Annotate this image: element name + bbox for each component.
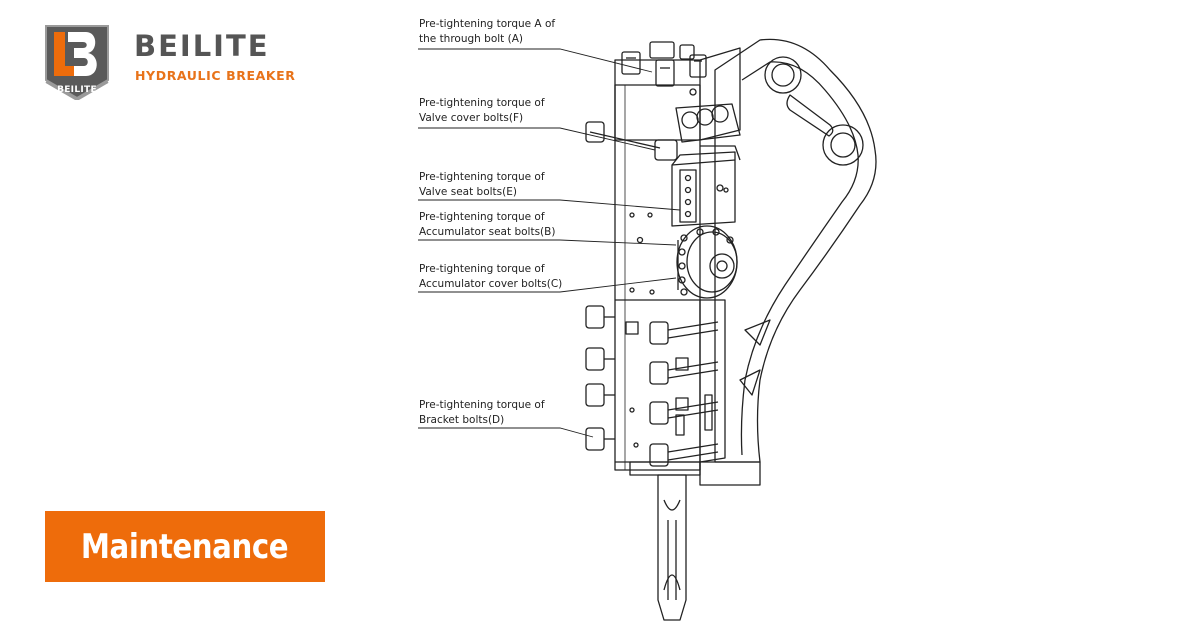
bracket-slot [786, 94, 834, 137]
brand-logo: BEILITE BEILITE HYDRAULIC BREAKER [44, 24, 304, 104]
callout-d: Pre-tightening torque of Bracket bolts(D… [419, 398, 545, 428]
callout-e-line2: Valve seat bolts(E) [419, 186, 517, 198]
callout-f: Pre-tightening torque of Valve cover bol… [419, 96, 545, 126]
through-bolt-nuts [621, 41, 707, 87]
callout-a: Pre-tightening torque A of the through b… [419, 17, 555, 47]
bracket-inner-edge [740, 61, 859, 456]
bracket-hole-bottom [822, 124, 864, 166]
callout-d-line1: Pre-tightening torque of [419, 399, 545, 411]
callout-e: Pre-tightening torque of Valve seat bolt… [419, 170, 545, 200]
brand-name: BEILITE [134, 29, 270, 63]
bracket-plate [714, 38, 877, 463]
bracket-bolts [585, 305, 719, 467]
accumulator [676, 225, 738, 299]
callout-leaders [418, 48, 681, 438]
leader-d [418, 427, 594, 438]
leader-f [418, 127, 656, 151]
callout-a-line2: the through bolt (A) [419, 33, 524, 45]
leader-a [418, 48, 653, 73]
callout-f-line1: Pre-tightening torque of [419, 97, 545, 109]
valve-cover [585, 103, 741, 161]
lower-nose [629, 461, 701, 476]
callout-d-line2: Bracket bolts(D) [419, 414, 505, 426]
bracket-hole-top [764, 56, 802, 94]
maintenance-title: Maintenance [81, 526, 289, 567]
breaker-outline [585, 38, 877, 621]
callout-b-line2: Accumulator seat bolts(B) [419, 226, 556, 238]
leader-e [418, 199, 681, 211]
chisel [657, 474, 687, 621]
callout-c-line2: Accumulator cover bolts(C) [419, 278, 563, 290]
maintenance-banner: Maintenance [45, 511, 325, 582]
callout-b: Pre-tightening torque of Accumulator sea… [419, 210, 555, 240]
callout-c-line1: Pre-tightening torque of [419, 263, 545, 275]
callout-b-line1: Pre-tightening torque of [419, 211, 545, 223]
leader-b [418, 239, 677, 246]
main-body [614, 84, 701, 471]
logo-badge-icon [45, 25, 109, 100]
leader-c [418, 277, 677, 293]
bracket-foot [699, 461, 761, 486]
callout-e-line1: Pre-tightening torque of [419, 171, 545, 183]
valve-seat [671, 151, 736, 227]
brand-tagline: HYDRAULIC BREAKER [135, 68, 296, 83]
logo-badge-text: BEILITE [57, 85, 97, 95]
lower-body [615, 299, 701, 463]
callout-c: Pre-tightening torque of Accumulator cov… [419, 262, 562, 292]
callout-f-line2: Valve cover bolts(F) [419, 112, 524, 124]
top-head [614, 47, 741, 141]
callout-a-line1: Pre-tightening torque A of [419, 18, 556, 30]
